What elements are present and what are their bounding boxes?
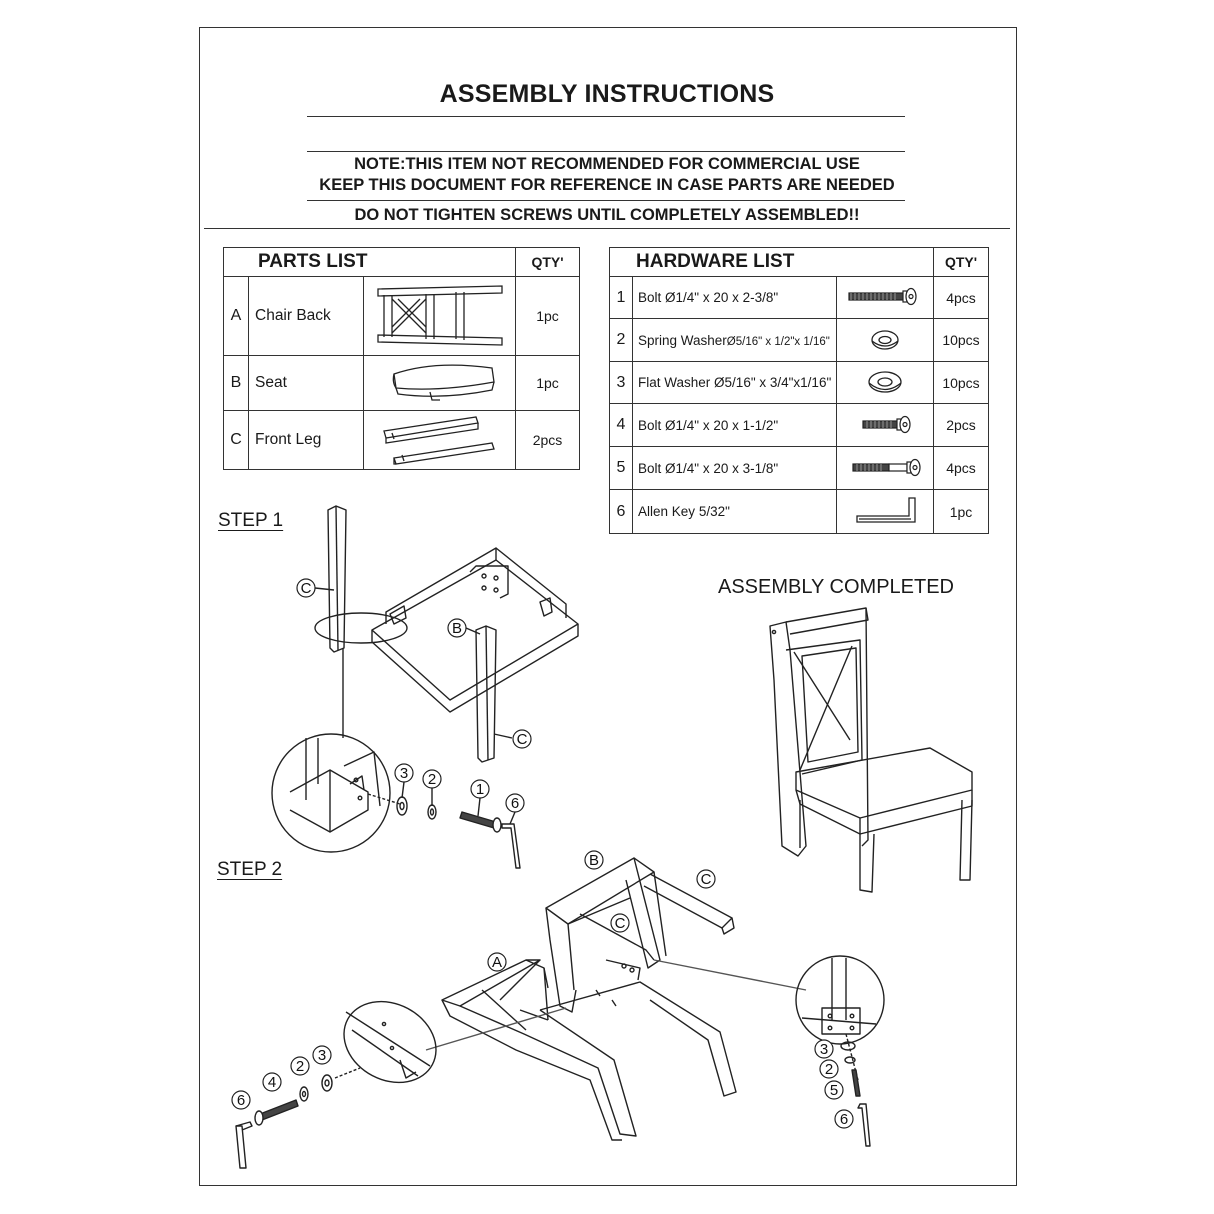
note-divider-bottom xyxy=(307,200,905,201)
hardware-number: 1 xyxy=(609,276,633,319)
short-bolt-icon xyxy=(836,403,934,447)
parts-row: C Front Leg 2pcs xyxy=(223,410,580,470)
hardware-spec: Ø1/4" x 20 x 3-1/8" xyxy=(665,460,779,476)
parts-row: B Seat 1pc xyxy=(223,355,580,411)
header-divider xyxy=(204,228,1010,229)
step-1-label: STEP 1 xyxy=(218,510,284,531)
hardware-row: 5 Bolt Ø1/4" x 20 x 3-1/8" 4pcs xyxy=(609,446,989,490)
note-divider-top xyxy=(307,151,905,152)
hardware-qty: 4pcs xyxy=(933,446,989,490)
warning-text: DO NOT TIGHTEN SCREWS UNTIL COMPLETELY A… xyxy=(354,206,860,224)
parts-qty-header: QTY' xyxy=(515,247,580,277)
step-2-label: STEP 2 xyxy=(217,859,283,880)
title-divider xyxy=(307,116,905,117)
part-letter: A xyxy=(223,276,249,356)
long-bolt-icon xyxy=(836,276,934,319)
part-letter: B xyxy=(223,355,249,411)
hardware-number: 2 xyxy=(609,318,633,362)
hardware-row: 4 Bolt Ø1/4" x 20 x 1-1/2" 2pcs xyxy=(609,403,989,447)
page-title: ASSEMBLY INSTRUCTIONS xyxy=(439,80,775,108)
medium-bolt-icon xyxy=(836,446,934,490)
part-name: Seat xyxy=(248,355,364,411)
hardware-number: 5 xyxy=(609,446,633,490)
hardware-row: 3 Flat Washer Ø5/16" x 3/4"x1/16" 10pcs xyxy=(609,361,989,404)
part-qty: 2pcs xyxy=(515,410,580,470)
part-qty: 1pc xyxy=(515,355,580,411)
hardware-number: 4 xyxy=(609,403,633,447)
front-leg-icon xyxy=(363,410,516,470)
spring-washer-icon xyxy=(836,318,934,362)
hardware-qty: 10pcs xyxy=(933,361,989,404)
note-commercial-use: NOTE:THIS ITEM NOT RECOMMENDED FOR COMME… xyxy=(354,155,860,173)
parts-list-title: PARTS LIST xyxy=(223,247,516,277)
flat-washer-icon xyxy=(836,361,934,404)
hardware-list-table: HARDWARE LIST QTY' 1 Bolt Ø1/4" x 20 x 2… xyxy=(609,247,989,534)
assembly-completed-label: ASSEMBLY COMPLETED xyxy=(718,576,954,598)
seat-icon xyxy=(363,355,516,411)
hardware-qty: 4pcs xyxy=(933,276,989,319)
hardware-list-title: HARDWARE LIST xyxy=(609,247,934,277)
hardware-row: 1 Bolt Ø1/4" x 20 x 2-3/8" 4pcs xyxy=(609,276,989,319)
hardware-qty-header: QTY' xyxy=(933,247,989,277)
hardware-spec: Ø1/4" x 20 x 1-1/2" xyxy=(665,417,779,433)
hardware-name: Allen Key xyxy=(638,504,696,519)
hardware-qty: 1pc xyxy=(933,489,989,534)
hardware-name: Spring Washer xyxy=(638,332,727,348)
parts-list-table: PARTS LIST QTY' A Chair Back 1pc B Seat xyxy=(223,247,580,470)
hardware-name: Bolt xyxy=(638,417,662,433)
part-qty: 1pc xyxy=(515,276,580,356)
allen-key-icon xyxy=(836,489,934,534)
part-letter: C xyxy=(223,410,249,470)
hardware-spec: Ø1/4" x 20 x 2-3/8" xyxy=(665,290,779,305)
hardware-qty: 2pcs xyxy=(933,403,989,447)
hardware-qty: 10pcs xyxy=(933,318,989,362)
part-name: Front Leg xyxy=(248,410,364,470)
hardware-number: 6 xyxy=(609,489,633,534)
part-name: Chair Back xyxy=(248,276,364,356)
hardware-spec: Ø5/16" x 3/4"x1/16" xyxy=(714,375,832,390)
instruction-sheet-border xyxy=(199,27,1017,1186)
hardware-name: Bolt xyxy=(638,460,662,476)
hardware-spec: Ø5/16" x 1/2"x 1/16" xyxy=(726,335,830,348)
hardware-name: Bolt xyxy=(638,290,662,305)
note-keep-document: KEEP THIS DOCUMENT FOR REFERENCE IN CASE… xyxy=(319,176,895,194)
hardware-row: 2 Spring WasherØ5/16" x 1/2"x 1/16" 10pc… xyxy=(609,318,989,362)
hardware-number: 3 xyxy=(609,361,633,404)
parts-row: A Chair Back 1pc xyxy=(223,276,580,356)
hardware-spec: 5/32" xyxy=(698,504,730,519)
hardware-row: 6 Allen Key 5/32" 1pc xyxy=(609,489,989,534)
hardware-name: Flat Washer xyxy=(638,375,711,390)
chair-back-icon xyxy=(363,276,516,356)
